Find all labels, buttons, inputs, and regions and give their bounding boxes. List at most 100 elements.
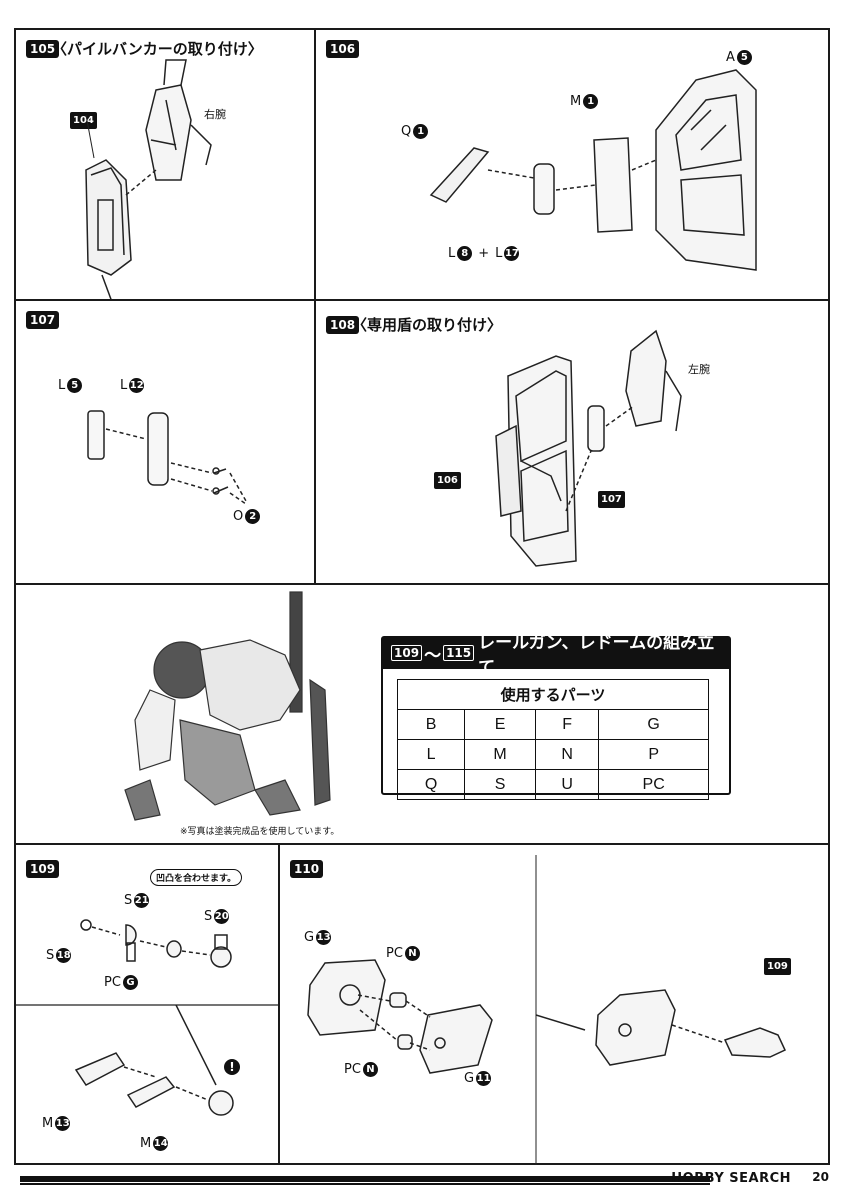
parts-box-title-bar: 109 〜 115 レールガン、レドームの組み立て xyxy=(383,633,729,678)
step-105-panel: 105 〈パイルバンカーの取り付け〉 104 右腕 xyxy=(14,28,316,303)
part-label-pcg: PC G xyxy=(104,975,138,990)
part-letter: PC xyxy=(344,1062,361,1077)
step-number: 105 xyxy=(26,40,60,58)
table-row: Q S U PC xyxy=(396,769,709,800)
step-107-panel: 107 L 5 L 12 O 2 xyxy=(14,299,316,585)
part-ref-tag: 104 xyxy=(70,112,97,129)
part-label-pcn-top: PC N xyxy=(386,946,420,961)
part-label-m1: M 1 xyxy=(570,94,599,109)
part-cell: Q xyxy=(396,769,466,800)
range-start-step: 109 xyxy=(391,645,423,661)
part-letter: L xyxy=(120,378,128,393)
step-number: 110 xyxy=(290,860,324,878)
part-letter: Q xyxy=(401,124,412,139)
part-label-l8-l17: L 8 + L 17 xyxy=(448,246,520,261)
step-number: 108 xyxy=(326,316,360,334)
part-letter: A xyxy=(726,50,735,65)
alignment-callout: 凹凸を合わせます。 xyxy=(150,869,243,886)
part-cell: N xyxy=(535,739,600,770)
pile-bunker-illustration xyxy=(85,59,212,303)
part-letter: L xyxy=(58,378,66,393)
part-number-badge: N xyxy=(362,1062,378,1077)
part-label-g11: G 11 xyxy=(464,1071,492,1086)
part-number-badge: 17 xyxy=(504,246,520,261)
part-number-badge: 12 xyxy=(129,378,145,393)
part-label-l5: L 5 xyxy=(58,378,83,393)
part-number-badge: G xyxy=(122,975,138,990)
step-110-panel: 110 G 13 PC N PC N G 11 109 xyxy=(278,843,830,1165)
step-number: 106 xyxy=(326,40,360,58)
part-number-badge: 21 xyxy=(134,893,150,908)
part-cell: E xyxy=(464,709,537,740)
part-number-badge: 1 xyxy=(413,124,429,139)
part-cell: L xyxy=(396,739,466,770)
parts-table-header: 使用するパーツ xyxy=(397,679,709,710)
part-letter: O xyxy=(233,509,244,524)
part-number-badge: N xyxy=(404,946,420,961)
arm-label: 左腕 xyxy=(688,363,710,376)
part-cell: F xyxy=(535,709,600,740)
part-number-badge: 13 xyxy=(55,1116,71,1131)
part-number-badge: 11 xyxy=(476,1071,492,1086)
table-row: B E F G xyxy=(396,709,709,740)
step-109-panel: 109 凹凸を合わせます。 S 21 S 20 S 18 PC G M 13 M… xyxy=(14,843,280,1165)
part-label-q1: Q 1 xyxy=(401,124,429,139)
plus-sign: + xyxy=(478,246,490,261)
railgun-housing-illustration xyxy=(307,855,786,1165)
watermark-brand: HOBBY SEARCH xyxy=(671,1171,791,1186)
part-cell: S xyxy=(464,769,537,800)
part-letter: PC xyxy=(104,975,121,990)
part-cell: P xyxy=(598,739,709,770)
part-number-badge: 5 xyxy=(736,50,752,65)
step-title: 〈専用盾の取り付け〉 xyxy=(352,316,503,334)
part-label-s21: S 21 xyxy=(124,893,150,908)
part-cell: U xyxy=(535,769,600,800)
range-end-step: 115 xyxy=(443,645,475,661)
part-cell: B xyxy=(396,709,466,740)
part-letter: S xyxy=(124,893,133,908)
part-letter: S xyxy=(204,909,213,924)
part-cell: G xyxy=(598,709,709,740)
part-letter: M xyxy=(140,1136,152,1151)
part-label-g13: G 13 xyxy=(304,930,332,945)
part-letter: PC xyxy=(386,946,403,961)
table-row: L M N P xyxy=(396,739,709,770)
warning-icon: ! xyxy=(224,1059,240,1075)
part-number-badge: 20 xyxy=(214,909,230,924)
connector-illustration xyxy=(87,410,247,505)
part-cell: PC xyxy=(598,769,709,800)
part-label-m13: M 13 xyxy=(42,1116,71,1131)
step-108-panel: 108 〈専用盾の取り付け〉 左腕 106 107 xyxy=(314,299,830,585)
part-number-badge: 8 xyxy=(457,246,473,261)
part-number-badge: 2 xyxy=(245,509,261,524)
part-label-s20: S 20 xyxy=(204,909,230,924)
part-label-m14: M 14 xyxy=(140,1136,169,1151)
part-ref-tag: 107 xyxy=(598,491,625,508)
step-number: 107 xyxy=(26,311,60,329)
step-number: 109 xyxy=(26,860,60,878)
part-label-a5: A 5 xyxy=(726,50,752,65)
part-number-badge: 1 xyxy=(583,94,599,109)
step-title: 〈パイルバンカーの取り付け〉 xyxy=(52,40,263,58)
range-tilde: 〜 xyxy=(424,645,442,666)
joint-assembly-illustration xyxy=(16,919,280,1116)
shield-mount-illustration xyxy=(429,69,757,271)
shield-attach-illustration xyxy=(495,329,682,567)
parts-box-title: レールガン、レドームの組み立て xyxy=(478,633,715,678)
part-label-s18: S 18 xyxy=(46,948,72,963)
part-label-o2: O 2 xyxy=(233,509,261,524)
parts-table: 使用するパーツ B E F G L M N P Q S U PC xyxy=(396,679,709,800)
step-106-panel: 106 Q 1 M 1 A 5 L 8 + L 17 xyxy=(314,28,830,301)
part-ref-tag: 109 xyxy=(764,958,791,975)
part-letter: G xyxy=(464,1071,475,1086)
part-number-badge: 13 xyxy=(316,930,332,945)
part-ref-tag: 106 xyxy=(434,472,461,489)
part-letter: L xyxy=(448,246,456,261)
arm-label: 右腕 xyxy=(204,108,226,121)
part-number-badge: 5 xyxy=(67,378,83,393)
part-letter: M xyxy=(570,94,582,109)
part-letter: G xyxy=(304,930,315,945)
part-cell: M xyxy=(464,739,537,770)
page-number: 20 xyxy=(812,1170,829,1184)
part-label-l12: L 12 xyxy=(120,378,145,393)
